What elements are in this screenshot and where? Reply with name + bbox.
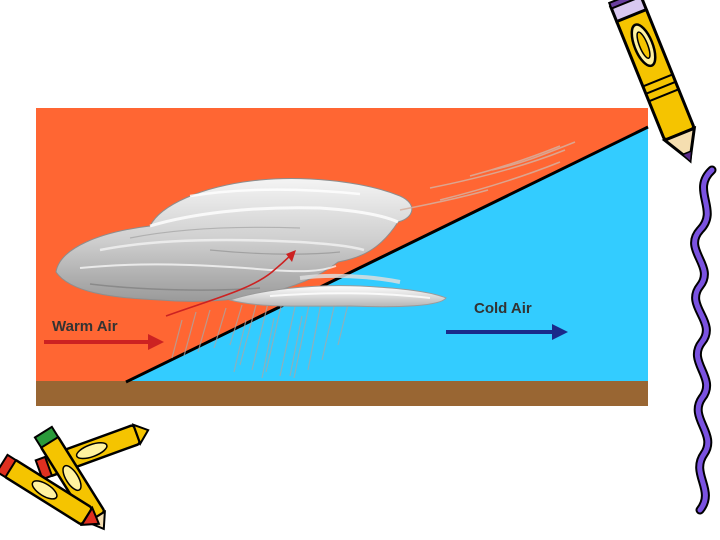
wavy-border	[695, 170, 712, 510]
crayons-clipart	[0, 421, 152, 534]
cold-air-label: Cold Air	[474, 300, 532, 317]
warm-air-label: Warm Air	[52, 318, 118, 335]
ground-strip	[36, 381, 648, 406]
